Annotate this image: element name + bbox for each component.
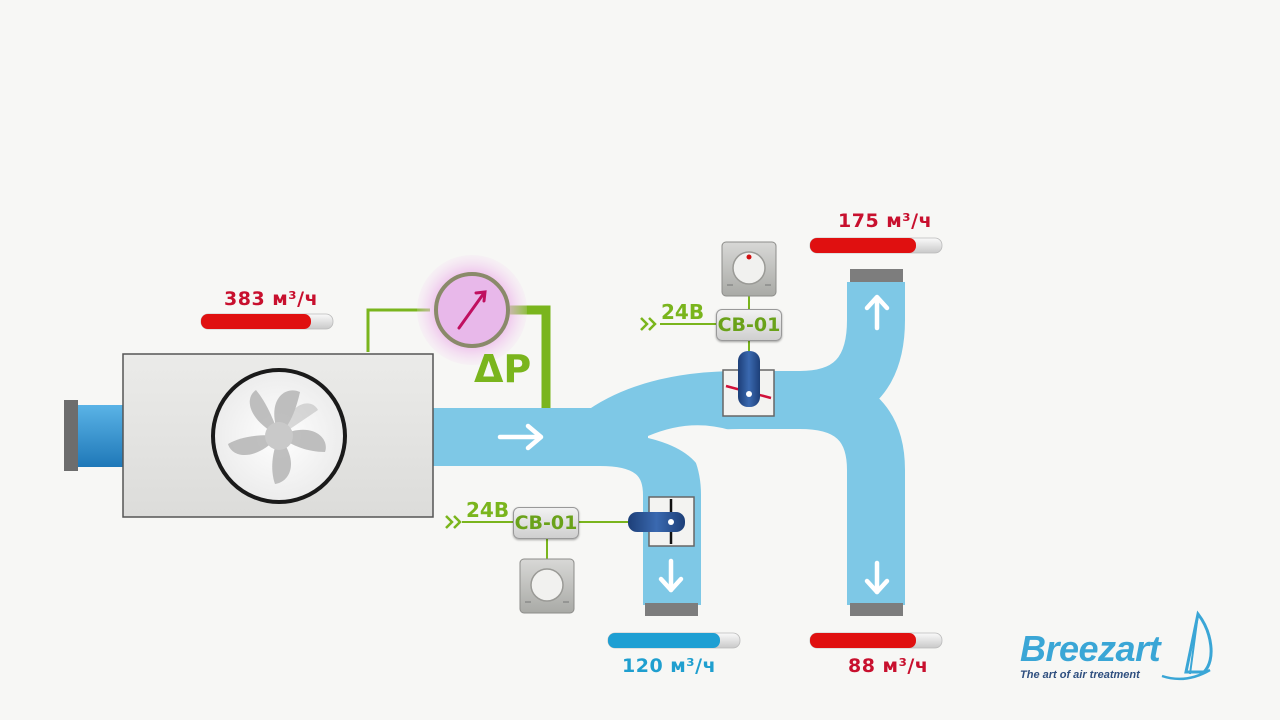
arrow-down-icon	[864, 560, 890, 595]
pressure-tube-thin	[366, 308, 430, 352]
flow-arrows	[497, 294, 890, 595]
arrow-up-icon	[864, 294, 890, 331]
damper-lower-icon	[628, 496, 695, 547]
fan-icon	[211, 368, 347, 504]
voltage-label-upper: 24В	[661, 300, 705, 324]
duct-split-gap	[648, 425, 730, 472]
power-chevrons-icon	[445, 515, 462, 529]
voltage-label-lower: 24В	[466, 498, 510, 522]
intake-flange	[64, 400, 78, 471]
power-chevrons-icon	[640, 317, 657, 331]
flow-value-main: 383 м³/ч	[224, 288, 319, 310]
duct-cap-top-right	[850, 269, 903, 282]
arrow-right-icon	[497, 423, 544, 451]
pressure-label: ΔP	[474, 347, 532, 391]
setpoint-knob-lower	[519, 558, 575, 614]
flow-bar-bottom-right	[809, 632, 943, 649]
setpoint-knob-upper	[721, 241, 777, 297]
brand-tagline: The art of air treatment	[1020, 669, 1140, 681]
right-lower-duct	[798, 371, 905, 605]
controller-lower: СВ-01	[513, 507, 579, 539]
flow-value-bottom-left: 120 м³/ч	[622, 655, 717, 677]
flow-value-bottom-right: 88 м³/ч	[848, 655, 929, 677]
duct-cap-bottom-left	[645, 603, 698, 616]
brand-name: Breezart	[1020, 628, 1161, 669]
damper-upper-icon	[722, 351, 775, 417]
pressure-gauge-icon	[417, 255, 527, 365]
flow-bar-main	[200, 313, 334, 330]
controller-upper: СВ-01	[716, 309, 782, 341]
flow-value-top-branch: 175 м³/ч	[838, 210, 933, 232]
duct-cap-bottom-right	[850, 603, 903, 616]
flow-bar-bottom-left	[607, 632, 741, 649]
sail-logo-icon	[1161, 610, 1213, 681]
arrow-down-icon	[658, 558, 684, 593]
intake-duct	[78, 405, 125, 467]
flow-bar-top-branch	[809, 237, 943, 254]
